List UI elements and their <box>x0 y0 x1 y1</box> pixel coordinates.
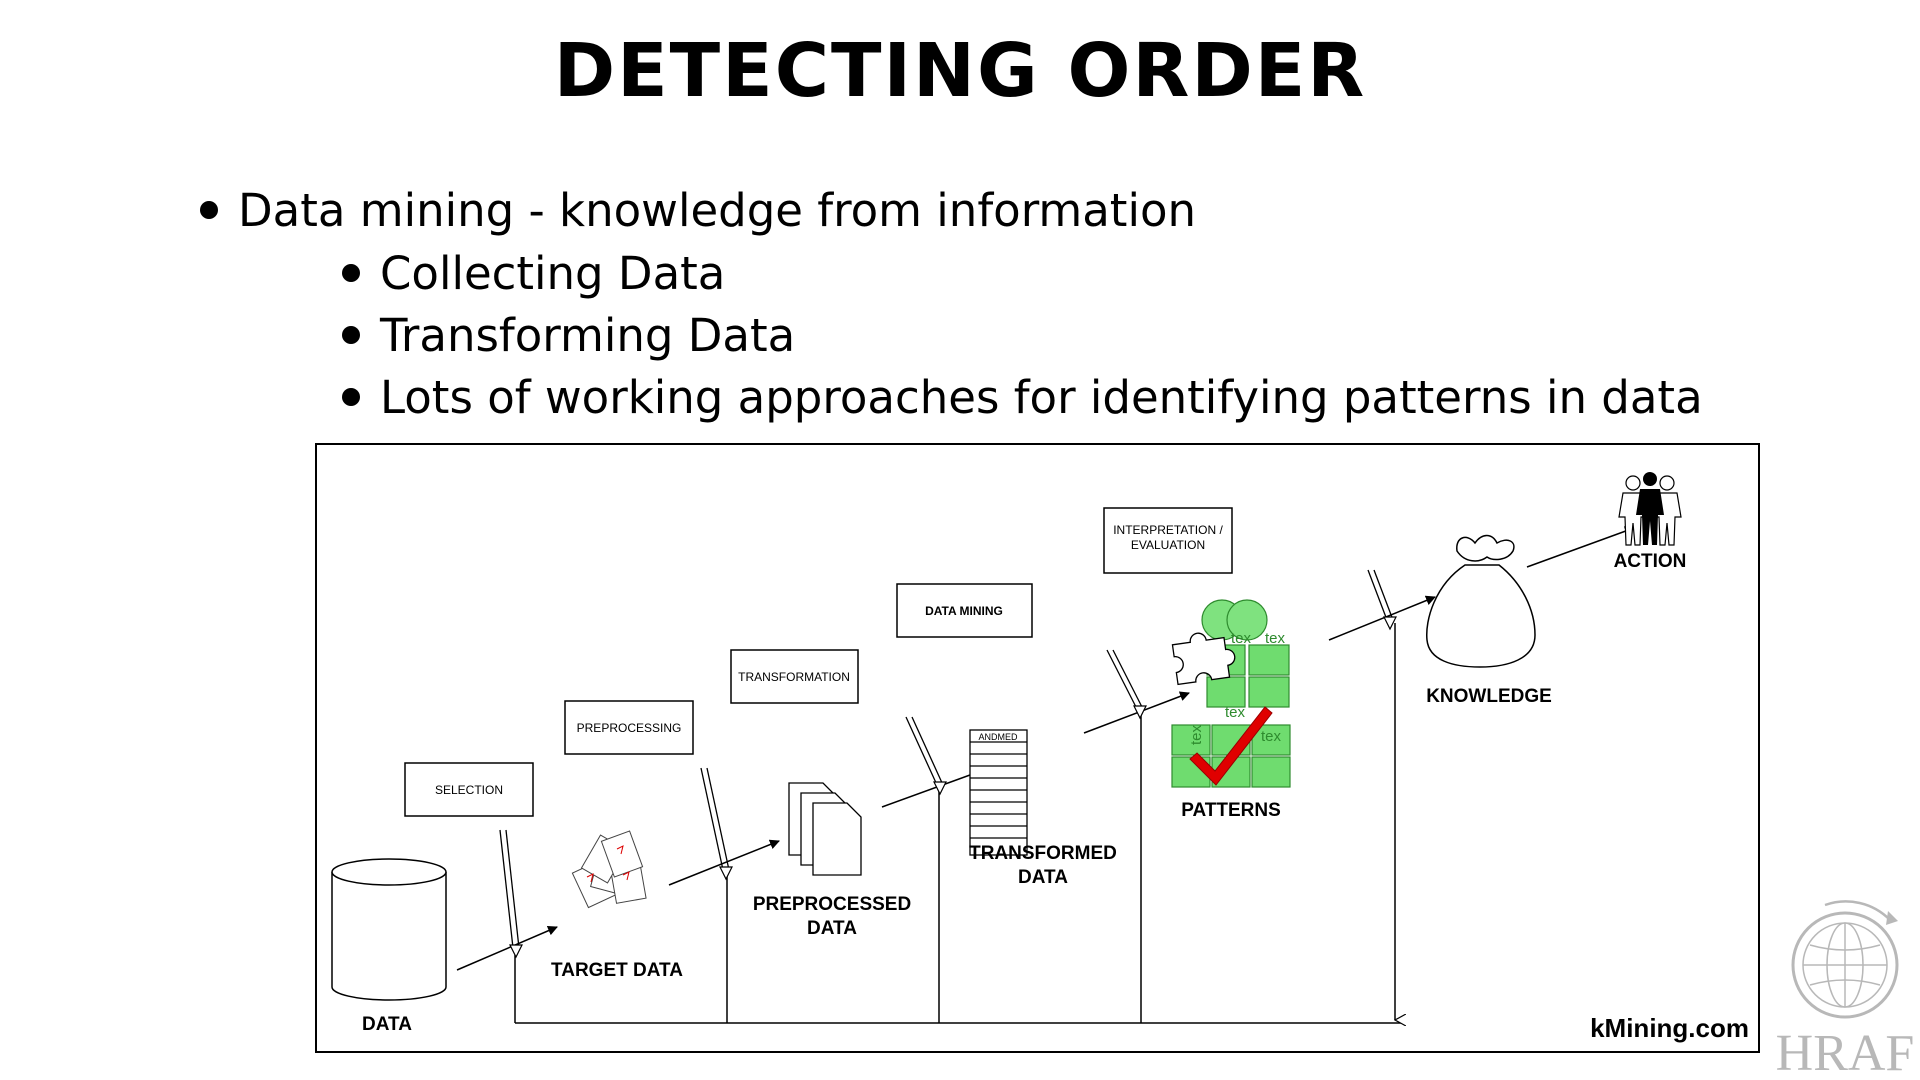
step-label: DATA MINING <box>925 604 1003 618</box>
puzzle-piece-icon <box>1171 632 1236 686</box>
flow-arrows <box>456 526 1635 971</box>
table-header-label: ANDMED <box>978 732 1018 742</box>
pattern-text: tex <box>1265 630 1286 647</box>
stage-label-knowledge: KNOWLEDGE <box>1426 686 1552 707</box>
step-label: TRANSFORMATION <box>738 670 850 684</box>
kdd-process-diagram: SELECTION PREPROCESSING TRANSFORMATION D… <box>315 443 1760 1053</box>
bullet-dot <box>342 326 360 344</box>
bullet-item: Data mining - knowledge from information <box>200 184 1196 237</box>
hraf-logo-text: HRAF <box>1776 1025 1915 1080</box>
action-people-icon <box>1618 472 1682 546</box>
pattern-text: tex <box>1188 724 1205 745</box>
pattern-text: tex <box>1261 728 1282 745</box>
sub-bullet-item: Lots of working approaches for identifyi… <box>342 371 1703 424</box>
step-label: INTERPRETATION / <box>1113 523 1223 537</box>
stage-label-preprocessed: DATA <box>807 918 857 939</box>
bullet-dot <box>342 388 360 406</box>
sub-bullet-item: Transforming Data <box>342 309 795 362</box>
stage-label-action: ACTION <box>1614 551 1687 572</box>
stage-label-transformed: TRANSFORMED <box>969 843 1117 864</box>
step-connectors <box>499 569 1394 949</box>
hraf-logo: HRAF <box>1776 900 1915 1080</box>
stage-label-transformed: DATA <box>1018 867 1068 888</box>
bullet-text: Collecting Data <box>380 247 726 300</box>
patterns-text-overlay: tex tex tex tex tex <box>1188 630 1286 745</box>
data-cylinder-icon <box>331 858 447 1001</box>
preprocessed-documents-icon <box>788 782 862 876</box>
feedback-lines <box>514 623 1402 1023</box>
diagram-credit: kMining.com <box>1590 1013 1749 1043</box>
step-label: EVALUATION <box>1131 538 1205 552</box>
step-transformation: TRANSFORMATION <box>730 649 859 704</box>
diagram-canvas: SELECTION PREPROCESSING TRANSFORMATION D… <box>331 472 1749 1043</box>
stage-label-preprocessed: PREPROCESSED <box>753 894 911 915</box>
bullet-list: Data mining - knowledge from information… <box>0 0 1920 440</box>
step-interpretation: INTERPRETATION / EVALUATION <box>1103 507 1233 574</box>
pattern-text: tex <box>1225 704 1246 721</box>
bullet-dot <box>200 201 218 219</box>
step-selection: SELECTION <box>404 762 534 817</box>
step-label: SELECTION <box>435 783 503 797</box>
transformed-table-icon <box>969 729 1028 856</box>
bullet-dot <box>342 264 360 282</box>
bullet-text: Lots of working approaches for identifyi… <box>380 371 1703 424</box>
bullet-text: Transforming Data <box>380 309 796 362</box>
knowledge-sack-icon <box>1426 534 1536 668</box>
bullet-text: Data mining - knowledge from information <box>238 184 1197 237</box>
stage-label-patterns: PATTERNS <box>1181 800 1281 821</box>
sub-bullet-item: Collecting Data <box>342 247 725 300</box>
slide-title: DETECTING ORDER <box>553 28 1367 114</box>
stage-label-target-data: TARGET DATA <box>551 960 683 981</box>
connector-arrowheads <box>509 616 1397 959</box>
target-data-pile-icon <box>571 830 647 909</box>
checkmark-icon <box>1189 706 1273 786</box>
step-label: PREPROCESSING <box>577 721 682 735</box>
stage-label-data: DATA <box>362 1014 412 1035</box>
step-data-mining: DATA MINING <box>896 583 1033 638</box>
pattern-text: tex <box>1231 630 1252 647</box>
step-preprocessing: PREPROCESSING <box>564 700 694 755</box>
